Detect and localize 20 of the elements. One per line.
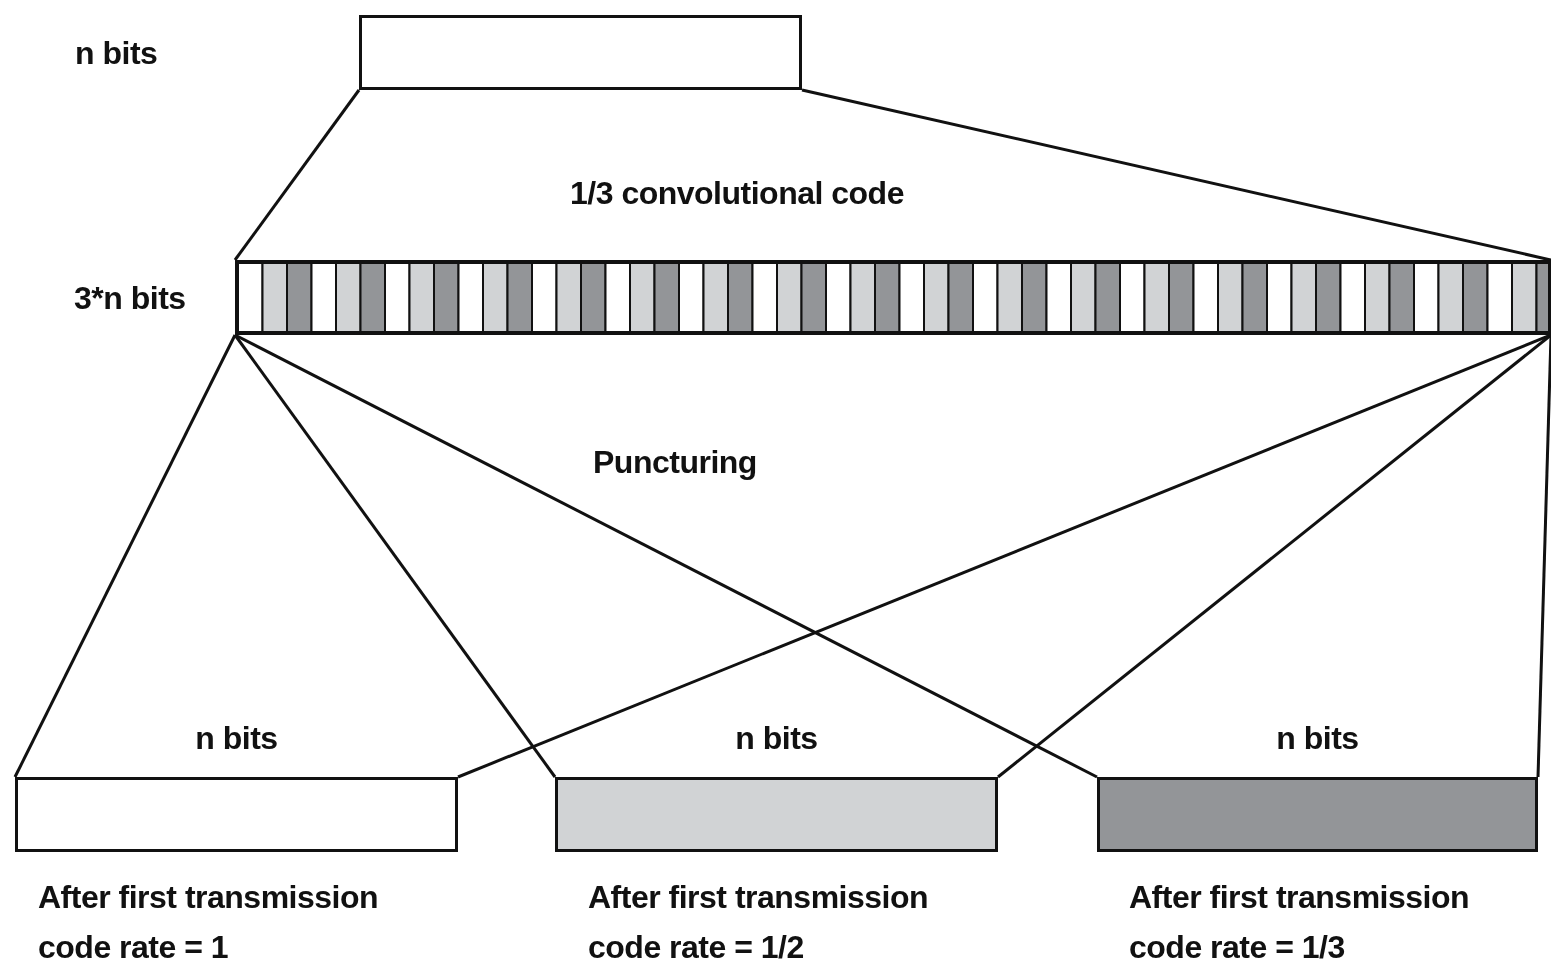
caption-text: After first transmission code rate = 1	[38, 878, 380, 967]
bit-block-box	[15, 777, 458, 852]
projection-line	[233, 334, 557, 778]
bit-count-label: n bits	[1275, 719, 1360, 758]
caption-text: After first transmission code rate = 1/2	[588, 878, 930, 967]
bit-block-box	[555, 777, 998, 852]
projection-line	[801, 88, 1551, 262]
projection-line	[233, 89, 361, 261]
projection-line	[234, 333, 1098, 779]
process-label: n bits	[75, 34, 158, 73]
process-label: 1/3 convolutional code	[570, 174, 904, 213]
projection-line	[13, 334, 237, 778]
bit-count-label: n bits	[194, 719, 279, 758]
bit-block-box	[1097, 777, 1538, 852]
bit-count-label: 3*n bits	[74, 279, 186, 318]
bit-count-label: n bits	[734, 719, 819, 758]
process-label: Puncturing	[593, 443, 757, 482]
caption-text: After first transmission code rate = 1/3	[1129, 878, 1471, 967]
bit-block-box	[359, 15, 802, 90]
projection-line	[1536, 334, 1551, 778]
